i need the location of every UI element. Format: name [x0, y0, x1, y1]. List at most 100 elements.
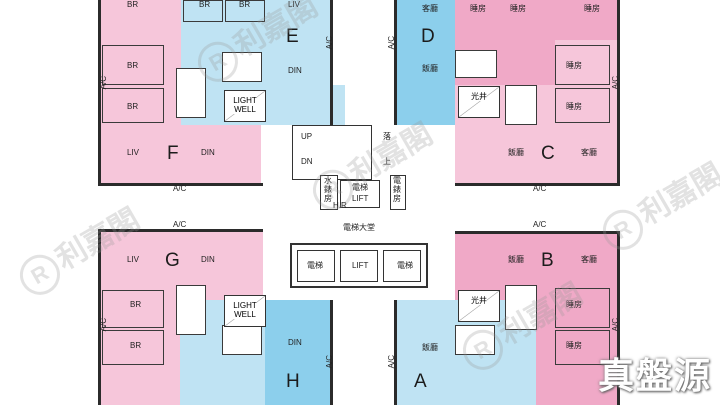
unit-b-ac-top-label: A/C	[533, 220, 547, 229]
lift-3-label: 電梯	[397, 261, 413, 270]
unit-g-dining-label: DIN	[201, 255, 215, 264]
unit-g-bedroom-1-label: BR	[130, 300, 142, 309]
unit-c-ac-side-label: A/C	[611, 76, 620, 90]
hr-label: H.R	[333, 201, 347, 210]
wall	[617, 0, 620, 185]
unit-d-dining-label: 飯廳	[422, 64, 438, 73]
unit-e-dining-label: DIN	[288, 66, 302, 75]
wall	[98, 229, 263, 232]
unit-f-living-label: LIV	[127, 148, 140, 157]
small-lift	[340, 180, 380, 208]
unit-a-letter: A	[414, 371, 427, 392]
unit-g-bath	[176, 285, 206, 335]
brand-logo: 真盤源	[597, 355, 712, 396]
unit-b-bath	[505, 285, 537, 330]
unit-b-dining-label: 飯廳	[508, 255, 524, 264]
unit-c-room-2-label: 睡房	[566, 61, 582, 70]
unit-g-bedroom-2-label: BR	[130, 341, 142, 350]
lift-1	[297, 250, 335, 282]
small-lift-en-label: LIFT	[352, 194, 369, 203]
unit-f-bedroom-2	[102, 88, 164, 123]
unit-e-letter: E	[286, 26, 299, 47]
unit-b-light-well: 光井	[458, 290, 500, 322]
stair-up-label: UP	[301, 132, 313, 141]
water-tank-label: 水錶房	[324, 176, 332, 203]
lift-3	[383, 250, 421, 282]
unit-g-bedroom-2	[102, 330, 164, 365]
unit-f-dining-label: DIN	[201, 148, 215, 157]
unit-d-room-2-label: 睡房	[470, 4, 486, 13]
unit-e-living-label: LIV	[288, 0, 301, 9]
unit-e-bedroom-2-label: BR	[239, 0, 251, 9]
wall	[98, 0, 101, 185]
unit-d-letter: D	[421, 26, 435, 47]
unit-e-bedroom-1	[183, 0, 223, 22]
unit-f-living-area	[98, 125, 261, 185]
unit-b-bedroom-2	[555, 330, 610, 365]
unit-f-ac-side-label: A/C	[99, 76, 108, 90]
unit-f-letter: F	[167, 143, 179, 164]
unit-f-bath	[176, 68, 206, 118]
stair-down-label: DN	[301, 157, 313, 166]
unit-d-ac-label: A/C	[387, 36, 396, 50]
lift-lobby-label: 電梯大堂	[343, 223, 375, 232]
unit-g-light-well: LIGHT WELL	[224, 295, 266, 327]
wall	[330, 300, 333, 405]
wall	[394, 0, 397, 125]
unit-d-area	[396, 0, 461, 125]
unit-c-ac-bottom-label: A/C	[533, 184, 547, 193]
unit-d-room-3-label: 睡房	[510, 4, 526, 13]
unit-f-ac-bottom-label: A/C	[173, 184, 187, 193]
wall	[455, 183, 620, 186]
unit-a-dining-label: 飯廳	[422, 343, 438, 352]
unit-d-room-1-label: 客廳	[422, 4, 438, 13]
unit-c-bath	[505, 85, 537, 125]
lift-2	[340, 250, 378, 282]
unit-f-bedroom-2-label: BR	[127, 61, 139, 70]
wall	[98, 230, 101, 405]
unit-f-bedroom-3-label: BR	[127, 102, 139, 111]
lift-2-label: LIFT	[352, 261, 369, 270]
unit-h-ac-label: A/C	[325, 355, 334, 369]
unit-c-bedroom-2	[555, 88, 610, 123]
small-lift-cn-label: 電梯	[352, 183, 368, 192]
unit-e-bedroom-2	[225, 0, 265, 22]
unit-c-bedroom-1	[555, 45, 610, 85]
unit-g-ac-side-label: A/C	[99, 318, 108, 332]
wall	[330, 0, 333, 125]
lift-1-label: 電梯	[307, 261, 323, 270]
unit-b-room-2-label: 睡房	[566, 341, 582, 350]
unit-g-ac-top-label: A/C	[173, 220, 187, 229]
unit-d-bath	[455, 50, 497, 78]
meter-room-label: 電錶房	[393, 176, 401, 203]
unit-e-bedroom-1-label: BR	[199, 0, 211, 9]
unit-c-living-label: 客廳	[581, 148, 597, 157]
watermark-text: 利嘉閣	[633, 157, 720, 232]
unit-e-corridor	[290, 85, 345, 125]
unit-c-light-well-label: 光井	[471, 92, 487, 101]
unit-f-bedroom-1-label: BR	[127, 0, 139, 9]
unit-c-room-3-label: 睡房	[566, 102, 582, 111]
unit-h-bath	[222, 325, 262, 355]
unit-h-letter: H	[286, 371, 300, 392]
unit-a-bath	[455, 325, 495, 355]
unit-a-ac-label: A/C	[387, 355, 396, 369]
stair-fall-label: 落	[383, 132, 391, 141]
meter-room	[390, 175, 406, 210]
unit-c-letter: C	[541, 143, 555, 164]
unit-h-front	[265, 300, 330, 405]
wall	[455, 231, 620, 234]
unit-b-bedroom-1	[555, 288, 610, 328]
wall	[617, 232, 620, 405]
unit-b-ac-side-label: A/C	[611, 318, 620, 332]
unit-b-room-1-label: 睡房	[566, 300, 582, 309]
unit-c-light-well: 光井	[458, 86, 500, 118]
wall	[98, 183, 263, 186]
unit-e-ac-label: A/C	[325, 36, 334, 50]
unit-h-dining-label: DIN	[288, 338, 302, 347]
unit-e-bath	[222, 52, 262, 82]
water-tank-room	[320, 175, 338, 210]
unit-g-light-well-label: LIGHT WELL	[233, 301, 257, 319]
unit-b-letter: B	[541, 250, 554, 271]
